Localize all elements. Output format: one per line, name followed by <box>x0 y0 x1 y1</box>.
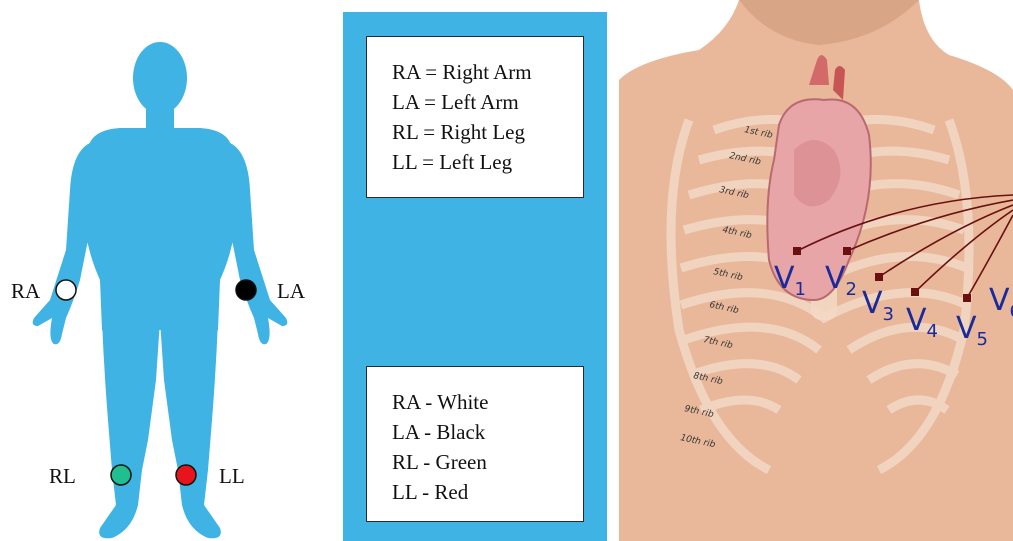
ra-electrode <box>56 280 76 300</box>
legend-line-la: LA = Left Arm <box>392 87 583 117</box>
lead-label-v6: V6 <box>989 283 1013 322</box>
abbreviation-legend: RA = Right Arm LA = Left Arm RL = Right … <box>366 36 584 198</box>
legend-panel: RA = Right Arm LA = Left Arm RL = Right … <box>343 12 607 541</box>
la-electrode <box>236 280 256 300</box>
chest-electrode-v1 <box>793 247 801 255</box>
legend-line-ra: RA = Right Arm <box>392 57 583 87</box>
rl-electrode <box>111 465 131 485</box>
body-figure-panel: RA LA RL LL <box>0 0 340 541</box>
color-line-ra: RA - White <box>392 387 583 417</box>
color-legend: RA - White LA - Black RL - Green LL - Re… <box>366 366 584 522</box>
color-line-la: LA - Black <box>392 417 583 447</box>
body-silhouette <box>0 0 340 541</box>
chest-electrode-v4 <box>911 288 919 296</box>
chest-electrode-v2 <box>843 247 851 255</box>
color-line-rl: RL - Green <box>392 447 583 477</box>
color-line-ll: LL - Red <box>392 477 583 507</box>
ra-label: RA <box>11 279 40 304</box>
rl-label: RL <box>49 464 76 489</box>
chest-electrode-v3 <box>875 273 883 281</box>
la-label: LA <box>277 279 305 304</box>
legend-line-ll: LL = Left Leg <box>392 147 583 177</box>
chest-electrode-v5 <box>963 294 971 302</box>
ll-label: LL <box>219 464 245 489</box>
legend-line-rl: RL = Right Leg <box>392 117 583 147</box>
ll-electrode <box>176 465 196 485</box>
